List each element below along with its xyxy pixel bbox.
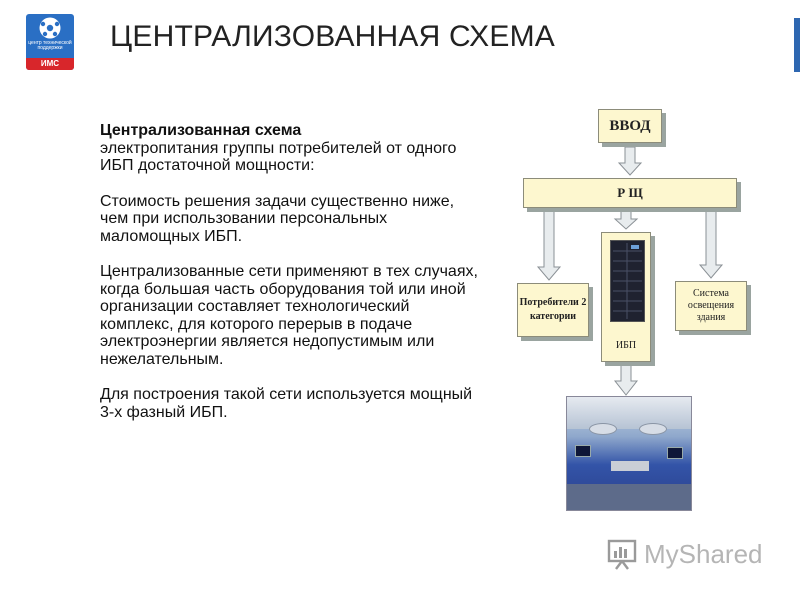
paragraph-three-phase: Для построения такой сети используется м… xyxy=(100,386,473,421)
body-text: Централизованная схема электропитания гр… xyxy=(100,122,480,439)
diagram-box-input: ВВОД xyxy=(598,109,662,143)
diagram-box-ups: ИБП xyxy=(601,232,651,362)
lead-bold-text: Централизованная схема xyxy=(100,122,302,139)
diagram-arrows xyxy=(536,146,724,396)
arrow-ups-to-room xyxy=(613,364,639,396)
power-scheme-diagram: ВВОД Р Щ Потребители 2 категории ИБП Сис… xyxy=(515,105,765,405)
diagram-box-switchboard: Р Щ xyxy=(523,178,737,208)
diagram-box-lighting: Система освещения здания xyxy=(675,281,747,331)
page-title: ЦЕНТРАЛИЗОВАННАЯ СХЕМА xyxy=(110,20,555,53)
diagram-box-consumers: Потребители 2 категории xyxy=(517,283,589,337)
ups-label: ИБП xyxy=(615,340,637,351)
operating-room-photo xyxy=(566,396,692,511)
operating-table xyxy=(611,461,649,471)
right-accent-bar xyxy=(794,18,800,72)
arrow-rsch-to-ups xyxy=(613,210,639,230)
arrow-rsch-to-consumers xyxy=(536,210,562,281)
arrow-rsch-to-lighting xyxy=(698,210,724,279)
watermark: MyShared xyxy=(606,537,763,571)
logo-text: центр технической поддержки xyxy=(28,40,72,51)
photo-ceiling xyxy=(567,397,691,429)
paragraph-usage: Централизованные сети применяют в тех сл… xyxy=(100,263,478,368)
monitor-screen xyxy=(575,445,591,457)
lead-rest-text: электропитания группы потребителей от од… xyxy=(100,139,457,175)
paragraph-lead: Централизованная схема электропитания гр… xyxy=(100,122,480,175)
watermark-text: MyShared xyxy=(644,538,763,569)
photo-floor xyxy=(567,484,691,510)
paragraph-cost: Стоимость решения задачи существенно ниж… xyxy=(100,192,455,245)
arrow-vvod-to-rsch xyxy=(617,146,643,176)
surgical-lamp xyxy=(639,423,667,435)
logo-abbr: ИМС xyxy=(26,58,74,70)
logo: центр технической поддержки ИМС xyxy=(26,14,74,70)
monitor-screen xyxy=(667,447,683,459)
presentation-board-icon xyxy=(607,539,637,570)
ups-cabinet-image xyxy=(610,240,645,322)
logo-soccer-ball-icon xyxy=(39,17,61,39)
surgical-lamp xyxy=(589,423,617,435)
